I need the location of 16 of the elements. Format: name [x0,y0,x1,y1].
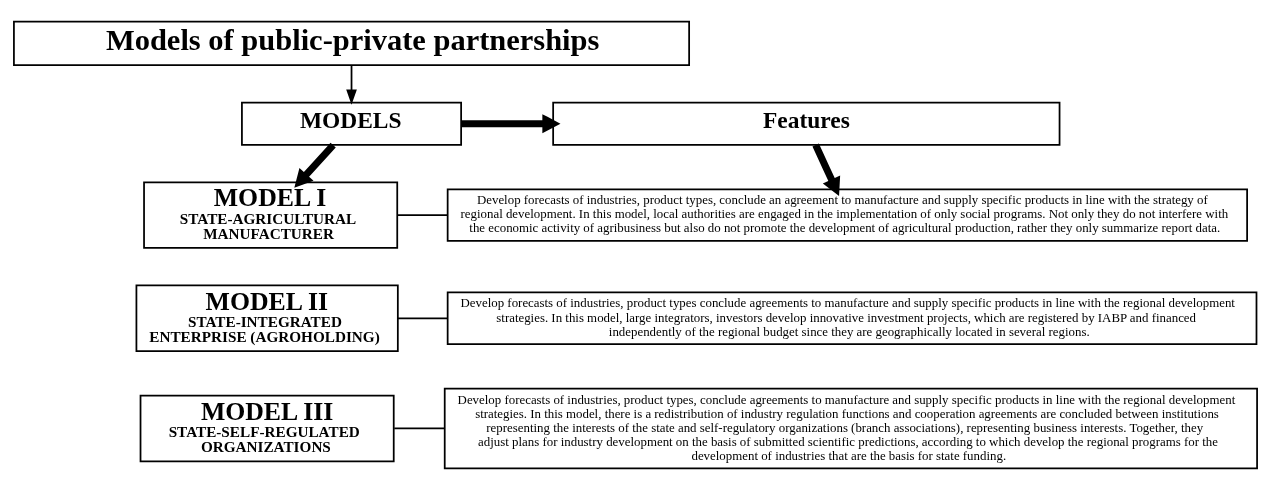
connector [397,316,449,319]
arrow [294,142,336,188]
node-box: MODEL II STATE-INTEGRATED ENTERPRISE (AGROHOLDING) [135,284,399,352]
node-box: Develop forecasts of industries, product types conclude agreements to manufacture and supply specific products in line with the regional development strategies. In this model, large integrators, investors develop innovative investment projects, which are registered by IABP and financed independently of the regional budget since they are geographically located in several regions. [446,291,1258,345]
connector [396,213,449,216]
node-box: MODELS [241,101,462,146]
node-box: Features [552,101,1061,146]
node-box: Develop forecasts of industries, product types, conclude agreements to manufacture and supply specific products in line with the regional development strategies. In this model, there is a redistribution of industry regulation functions and cooperation agreements are concluded between institutions representing the interests of the state and self-regulatory organizations (branch associations), representing business interests. Together, they adjust plans for industry development on the basis of submitted scientific predictions, according to which develop the regional programs for the development of industries that are the basis for state funding. [443,387,1258,469]
node-box: Models of public-private partnerships [13,20,690,66]
arrow [461,113,561,133]
node-box: MODEL I STATE-AGRICULTURAL MANUFACTURER [143,180,399,249]
node-box: MODEL III STATE-SELF-REGULATED ORGANIZATIONS [139,394,395,462]
arrow [346,64,357,105]
node-box: Develop forecasts of industries, product types, conclude an agreement to manufacture and supply specific products in line with the strategy of regional development. In this model, local authorities are engaged in the implementation of only social programs. Not only they do not interfere with the economic activity of agribusiness but also do not promote the development of agricultural production, rather they only summarize report data. [446,187,1248,242]
connector [393,427,446,429]
arrow [812,143,841,196]
